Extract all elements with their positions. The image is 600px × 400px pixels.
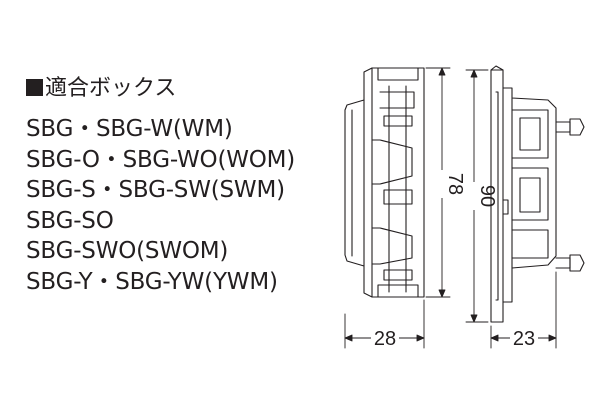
model-line: SBG・SBG-W(WM) [26,116,233,142]
heading-text: 適合ボックス [45,76,177,101]
model-line: SBG-S・SBG-SW(SWM) [26,177,285,203]
front-height-label: 78 [444,173,466,195]
model-line: SBG-SO [26,207,114,234]
model-line: SBG-SWO(SWOM) [26,238,229,264]
front-width-label: 28 [374,328,396,350]
model-line: SBG-O・SBG-WO(WOM) [26,146,296,173]
black-square-icon [26,79,43,96]
side-depth-label: 23 [513,328,535,350]
side-view [490,65,585,323]
front-view [344,67,425,298]
compatible-boxes-heading: 適合ボックス [26,76,176,102]
model-line: SBG-Y・SBG-YW(YWM) [26,268,278,295]
compatible-models-list: SBG・SBG-W(WM) SBG-O・SBG-WO(WOM) SBG-S・SB… [26,114,295,297]
side-height-label: 90 [476,185,498,207]
